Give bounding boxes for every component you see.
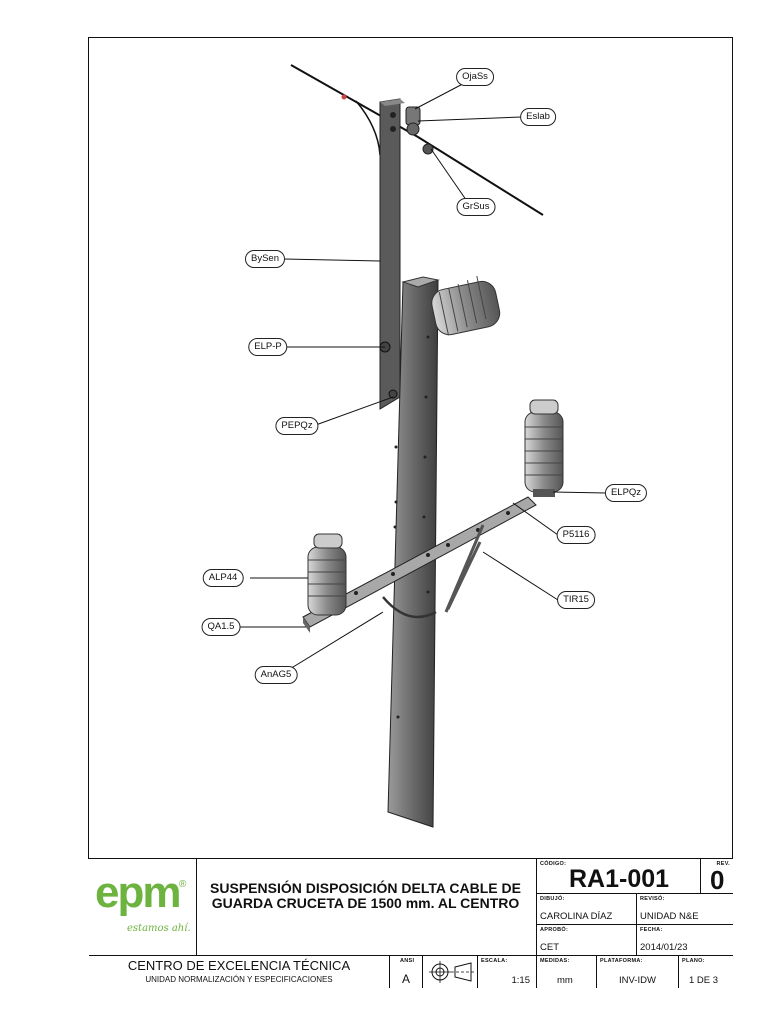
plataforma-cell: PLATAFORMA: INV-IDW (597, 956, 679, 988)
fecha-cell: FECHA: 2014/01/23 (637, 925, 733, 956)
callout-pepqz: PEPQz (275, 417, 319, 435)
guard-cable (290, 64, 544, 216)
title-block (88, 858, 733, 988)
rev-value: 0 (710, 865, 725, 894)
medidas-cell: MEDIDAS: mm (537, 956, 597, 988)
unidad-text: UNIDAD NORMALIZACIÓN Y ESPECIFICACIONES (145, 975, 333, 984)
plano-cell: PLANO: 1 DE 3 (682, 958, 719, 986)
epm-logo: epm (95, 868, 181, 917)
projection-cell (423, 956, 478, 988)
rev-cell: REV. 0 (701, 859, 733, 894)
codigo-value: RA1-001 (569, 865, 670, 893)
callout-ojass: OjaSs (456, 68, 494, 86)
callout-tir15: TIR15 (557, 591, 595, 609)
callout-alp44: ALP44 (202, 569, 244, 587)
callout-elp-p: ELP-P (248, 338, 288, 356)
title-cell (197, 859, 537, 956)
post-insulator (431, 275, 501, 336)
right-insulator (524, 399, 564, 497)
callout-p5116: P5116 (556, 526, 596, 544)
escala-cell: ESCALA: 1:15 (478, 956, 537, 988)
drawing-title: SUSPENSIÓN DISPOSICIÓN DELTA CABLE DE GU… (210, 880, 521, 911)
left-insulator (307, 533, 347, 616)
centro-text: CENTRO DE EXCELENCIA TÉCNICA (127, 958, 351, 973)
callout-bysen: BySen (245, 250, 285, 268)
codigo-cell: CÓDIGO: RA1-001 (537, 859, 701, 894)
reviso-cell: REVISÓ: UNIDAD N&E (637, 894, 733, 925)
centro-cell: CENTRO DE EXCELENCIA TÉCNICA UNIDAD NORM… (89, 956, 390, 988)
aprobo-cell: APROBÓ: CET (537, 925, 637, 956)
callout-elpqz: ELPQz (604, 484, 648, 502)
callout-anag5: AnAG5 (254, 666, 298, 684)
ansi-cell: ANSI A (390, 956, 423, 988)
bayonet-plate (379, 98, 401, 410)
registered-mark: ® (179, 879, 187, 890)
projection-symbol-icon (429, 961, 475, 983)
callout-eslab: Eslab (520, 108, 556, 126)
callout-qa15: QA1.5 (201, 618, 241, 636)
dibujo-cell: DIBUJÓ: CAROLINA DÍAZ (537, 894, 637, 925)
callout-grsus: GrSus (456, 198, 496, 216)
logo-cell: epm ® estamos ahí. (89, 859, 197, 956)
logo-tagline: estamos ahí. (127, 923, 191, 934)
pole-assembly-drawing (238, 64, 607, 828)
brace (444, 524, 485, 613)
